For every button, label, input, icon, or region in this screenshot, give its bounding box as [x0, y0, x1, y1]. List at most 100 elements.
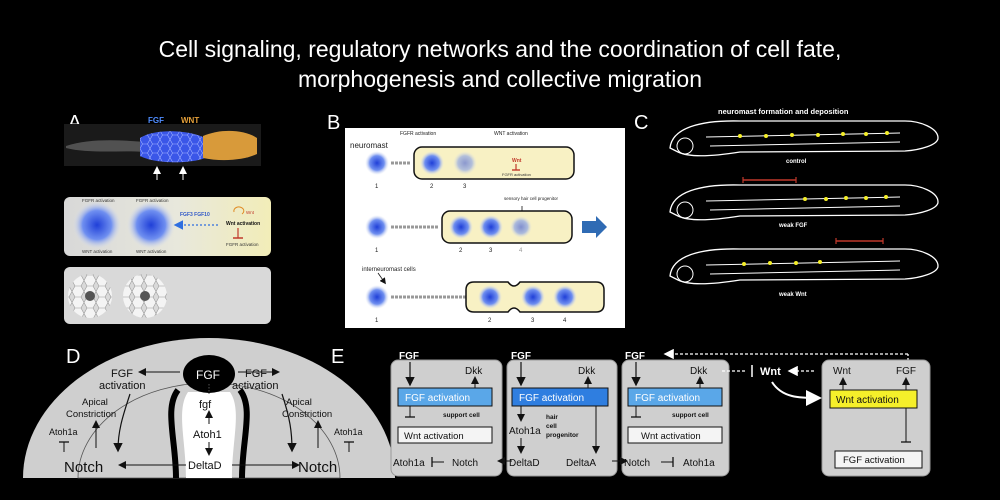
d-curve-left — [113, 393, 131, 453]
micro-wnt-region — [203, 130, 257, 161]
a-wnt-left: WNT activation — [82, 249, 113, 254]
d-apical-left-2: Constriction — [66, 409, 116, 420]
b-interneuromast: interneuromast cells — [362, 267, 416, 273]
e-c1-dkk: Dkk — [465, 366, 483, 377]
d-notch-right: Notch — [298, 459, 337, 476]
d-atoh-right: Atoh1a — [334, 427, 363, 437]
fish-control — [669, 120, 939, 157]
b-interneuromast-arrow — [377, 272, 386, 285]
panel-b: neuromast FGFR activation WNT activation… — [345, 128, 625, 328]
b-r2-num-4: 4 — [519, 248, 523, 254]
e-c3-wnt-box — [627, 426, 723, 444]
b-r3-rosette-4 — [553, 285, 577, 309]
d-apical-right-1: Apical — [286, 397, 312, 408]
a-left-rosette — [73, 201, 121, 249]
e-c3-support: support cell — [672, 412, 709, 419]
b-r1-num-1: 1 — [375, 184, 379, 190]
b-r2-rosette-2 — [449, 215, 473, 239]
b-r3-num-4: 4 — [563, 318, 567, 324]
e-c4-fgf: FGF — [896, 366, 916, 377]
a-rosette-center-right — [140, 291, 150, 301]
b-r1-rosette-1 — [365, 151, 389, 175]
e-c1-fgf: FGF — [399, 351, 419, 362]
b-r2-num-1: 1 — [375, 248, 379, 254]
b-r1-rosette-3 — [453, 151, 477, 175]
d-atoh-left: Atoh1a — [49, 427, 78, 437]
e-c2-cell: cell — [546, 423, 557, 430]
b-r1-num-2: 2 — [430, 184, 434, 190]
e-c3-fgf-act: FGF activation — [635, 393, 700, 404]
e-c3-notch: Notch — [624, 458, 650, 469]
c-label-control: control — [786, 159, 807, 165]
b-fgfr-activation: FGFR activation — [400, 131, 436, 137]
a-rosette-center-left — [85, 291, 95, 301]
b-r3-rosette-1 — [365, 285, 389, 309]
d-fgf-hub — [183, 355, 235, 393]
b-r2-rosette-1 — [365, 215, 389, 239]
a-right-rosette — [127, 201, 175, 249]
e-c4-wnt-box — [829, 389, 918, 409]
panel-d: FGF fgf Atoh1 DeltaD FGF activation Apic… — [23, 338, 395, 479]
panel-a: FGF WNT FGFR activation FGFR activation … — [64, 116, 271, 324]
b-r2-num-3: 3 — [489, 248, 493, 254]
e-c1-notch: Notch — [452, 458, 478, 469]
panel-c: neuromast formation and deposition contr… — [669, 107, 939, 298]
b-r2-rosette-4 — [510, 216, 532, 238]
b-wnt-activation: WNT activation — [494, 131, 528, 137]
a-wnt-activation: Wnt activation — [226, 221, 260, 227]
b-fgfr-small: FGFR activation — [502, 172, 531, 177]
e-c2-fgf-act: FGF activation — [519, 393, 584, 404]
panel-letter-b: B — [327, 112, 341, 134]
e-wnt-curve — [771, 381, 822, 406]
d-black-line-left — [168, 388, 181, 479]
e-c4-fgf-box — [834, 450, 923, 469]
c-label-weak-fgf: weak FGF — [778, 223, 808, 229]
fish-weak-wnt — [669, 248, 939, 285]
b-r2-num-2: 2 — [459, 248, 463, 254]
b-r3-rosette-3 — [521, 285, 545, 309]
e-c1-fgf-act: FGF activation — [405, 393, 470, 404]
panel-letter-e: E — [331, 346, 345, 368]
d-fgf-right-2: activation — [232, 380, 278, 392]
b-r1-primordium — [413, 146, 575, 180]
a-ligands: FGF3 FGF10 — [180, 212, 210, 218]
e-c3-fgf: FGF — [625, 351, 645, 362]
d-central-column — [182, 392, 236, 478]
a-wnt-loop — [233, 206, 245, 215]
e-cell-1: FGF Dkk FGF activation support cell Wnt … — [390, 351, 503, 477]
d-fgf-right-1: FGF — [245, 368, 267, 380]
e-c1-wnt-act: Wnt activation — [404, 431, 464, 442]
e-c2-progenitor: progenitor — [546, 432, 579, 439]
e-c4-wnt: Wnt — [833, 366, 851, 377]
e-c1-support: support cell — [443, 412, 480, 419]
a-wnt-right: WNT activation — [136, 249, 167, 254]
e-c2-deltad: DeltaD — [509, 458, 540, 469]
a-fgfr-left: FGFR activation — [82, 198, 115, 203]
d-fgf-center: FGF — [196, 368, 220, 382]
b-r1-num-3: 3 — [463, 184, 467, 190]
a-fgfr-right: FGFR activation — [136, 198, 169, 203]
title-line-1: Cell signaling, regulatory networks and … — [158, 36, 842, 62]
fish-weak-fgf — [669, 184, 939, 221]
b-migration-arrow — [582, 216, 607, 238]
e-c3-atoh: Atoh1a — [683, 458, 715, 469]
d-fgf-left-2: activation — [99, 380, 145, 392]
d-fgf-left-1: FGF — [111, 368, 133, 380]
b-r3-rosette-2 — [478, 285, 502, 309]
e-c3-fgf-box — [627, 387, 723, 407]
e-c1-fgf-box — [397, 387, 493, 407]
b-r3-num-1: 1 — [375, 318, 379, 324]
e-cell-4: Wnt FGF Wnt activation FGF activation — [821, 359, 931, 477]
d-apical-left-1: Apical — [82, 397, 108, 408]
title-line-2: morphogenesis and collective migration — [298, 66, 702, 92]
e-c2-dkk: Dkk — [578, 366, 596, 377]
c-label-weak-wnt: weak Wnt — [778, 292, 807, 298]
panel-letter-c: C — [634, 112, 649, 134]
b-r3-num-2: 2 — [488, 318, 492, 324]
e-cell-3: FGF Dkk FGF activation support cell Wnt … — [621, 351, 730, 477]
d-curve-right — [281, 393, 297, 453]
e-c2-hair: hair — [546, 414, 558, 421]
e-c3-wnt-act: Wnt activation — [641, 431, 701, 442]
e-c2-fgf-box — [511, 387, 609, 407]
